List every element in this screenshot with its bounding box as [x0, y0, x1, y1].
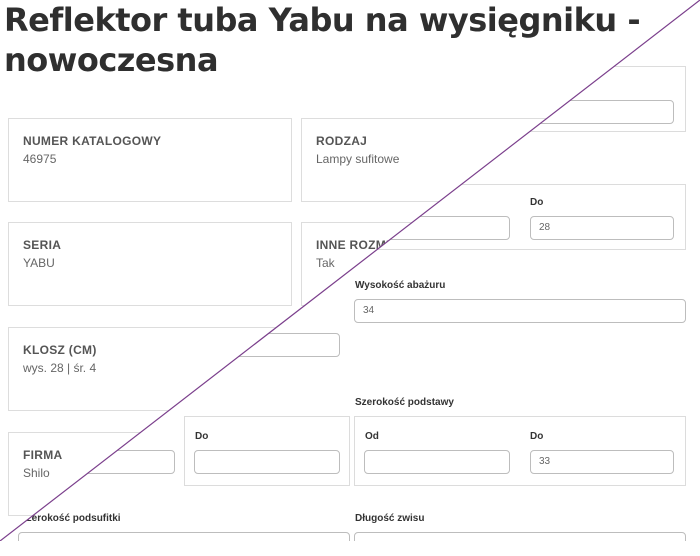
shade-height-label: Wysokość abażuru	[355, 280, 446, 291]
base-width-label: Szerokość podstawy	[355, 397, 454, 408]
base-width-do-input[interactable]: 33	[530, 450, 674, 474]
spec-key: SERIA	[23, 238, 62, 252]
shade-height-input[interactable]: 34	[354, 299, 686, 323]
spec-key: FIRMA	[23, 448, 63, 462]
spec-value: wys. 28 | śr. 4	[23, 361, 97, 375]
product-title: Reflektor tuba Yabu na wysięgniku - nowo…	[4, 1, 641, 79]
height-do-input[interactable]: 28	[530, 216, 674, 240]
spec-card-catalog-number: NUMER KATALOGOWY 46975	[8, 118, 292, 202]
comparison-divider-line	[0, 0, 700, 541]
base-width-do-label: Do	[530, 431, 544, 442]
height-do-label: Do	[530, 197, 544, 208]
ceiling-width-input[interactable]	[18, 532, 350, 541]
spec-key: KLOSZ (CM)	[23, 343, 97, 357]
spec-value: Tak	[316, 256, 335, 270]
spec-value: Shilo	[23, 466, 50, 480]
ceiling-width-label: Szerokość podsufitki	[20, 513, 121, 524]
firma-do-label: Do	[195, 431, 209, 442]
spec-value: 46975	[23, 152, 57, 166]
base-width-od-input[interactable]	[364, 450, 510, 474]
base-width-od-label: Od	[365, 431, 379, 442]
spec-value: Lampy sufitowe	[316, 152, 400, 166]
drop-length-label: Długość zwisu	[355, 513, 425, 524]
drop-length-input[interactable]	[354, 532, 686, 541]
spec-key: NUMER KATALOGOWY	[23, 134, 162, 148]
spec-key: RODZAJ	[316, 134, 368, 148]
spec-card-series: SERIA YABU	[8, 222, 292, 306]
spec-value: YABU	[23, 256, 55, 270]
firma-do-input[interactable]	[194, 450, 340, 474]
